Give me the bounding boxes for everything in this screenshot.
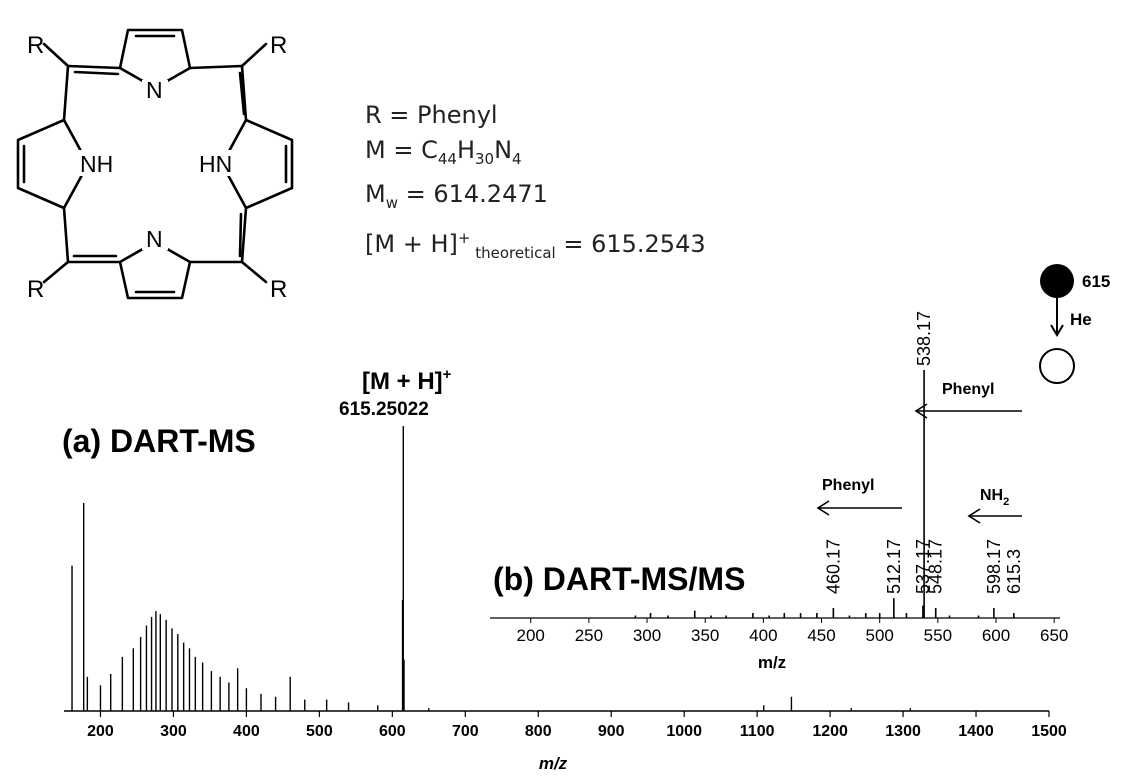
precursor-ion-filled-circle: [1040, 264, 1074, 298]
phenyl-arrow-1-head: [914, 403, 928, 419]
chart-b-dart-ms-ms: (b) DART-MS/MS 460.17 512.17 537.17 538.17 5…: [490, 311, 1068, 672]
chart-a-tick-label: 500: [306, 723, 333, 740]
chart-b-tick-label: 200: [517, 626, 545, 645]
phenyl-label-1: Phenyl: [942, 381, 994, 398]
chart-b-tick-label: 250: [575, 626, 603, 645]
formula-mw-sub: w: [385, 193, 398, 212]
chart-b-peak-label: 615.3: [1004, 549, 1024, 594]
formula-m-h-count: 30: [474, 149, 495, 168]
chart-a-tick-label: 600: [379, 723, 406, 740]
n-label-top: N: [146, 77, 163, 103]
chart-b-title: (b) DART-MS/MS: [493, 561, 745, 597]
loss-arrows: [816, 403, 1022, 524]
nh2-label-sub: 2: [1003, 496, 1009, 508]
precursor-label: 615: [1082, 272, 1110, 291]
chart-a-dart-ms: (a) DART-MS [M + H]+ 615.25022 200 300 400…: [62, 366, 1067, 773]
formula-mw: Mw = 614.2471: [365, 177, 706, 221]
chart-b-tick-label: 600: [982, 626, 1010, 645]
formula-mw-prefix: M: [365, 179, 386, 208]
chart-a-tick-label: 800: [525, 723, 552, 740]
formula-m-n-count: 4: [512, 149, 522, 168]
chart-b-tick-label: 350: [691, 626, 719, 645]
chart-a-peaks: [71, 426, 912, 711]
r-label-top-right: R: [270, 32, 287, 59]
chart-b-peak-label: 598.17: [984, 539, 1004, 594]
formula-theoretical-prefix: [M + H]: [365, 229, 458, 258]
nh2-label: NH2: [980, 487, 1009, 508]
chart-a-x-label: m/z: [539, 754, 568, 773]
formula-m-n: N: [494, 136, 513, 164]
nh-right-mask: [196, 150, 234, 176]
chart-a-tick-label: 300: [160, 723, 187, 740]
chart-a-tick-label: 1300: [885, 723, 921, 740]
chart-a-annotation-ion: [M + H]+: [362, 366, 452, 395]
chart-a-tick-label: 1500: [1031, 723, 1067, 740]
chart-b-tick-label: 300: [633, 626, 661, 645]
n-bottom-mask: [142, 228, 168, 250]
porphyrin-structure: [16, 28, 294, 300]
collision-arrow-head: [1050, 324, 1064, 337]
formula-m-prefix: M = C: [365, 136, 438, 164]
nh-label-left: NH: [80, 151, 113, 177]
n-top-mask: [142, 80, 168, 100]
formula-m-h: H: [456, 136, 475, 164]
phenyl-arrow-2-head: [816, 500, 830, 516]
chart-a-tick-label: 1000: [666, 723, 702, 740]
chart-b-peak-label: 548.17: [926, 539, 946, 594]
chart-a-tick-label: 1400: [958, 723, 994, 740]
chart-b-tick-label: 500: [866, 626, 894, 645]
product-ion-open-circle: [1039, 348, 1075, 384]
chart-b-peak-label: 538.17: [914, 311, 934, 366]
chart-a-tick-label: 900: [598, 723, 625, 740]
chart-a-title: (a) DART-MS: [62, 423, 256, 459]
chart-b-tick-label: 450: [807, 626, 835, 645]
formula-theoretical-sup: +: [457, 228, 471, 247]
precursor-scheme: 615 He: [1039, 264, 1110, 384]
chart-b-peak-label: 537.17: [913, 539, 933, 594]
formula-m-c-count: 44: [437, 149, 457, 168]
chart-a-annotation-ion-text: [M + H]: [362, 368, 443, 395]
formula-block: R = Phenyl M = C44H30N4 Mw = 614.2471 [M…: [365, 98, 706, 270]
nh-left-mask: [76, 150, 114, 176]
chart-a-tick-label: 400: [233, 723, 260, 740]
chart-b-tick-label: 400: [749, 626, 777, 645]
chart-a-tick-label: 1200: [812, 723, 848, 740]
chart-a-tick-label: 1100: [740, 723, 775, 740]
r-label-bottom-right: R: [270, 276, 287, 303]
n-label-bottom: N: [146, 226, 163, 252]
chart-b-tick-label: 650: [1040, 626, 1068, 645]
chart-b-peak-label: 512.17: [884, 539, 904, 594]
chart-a-x-ticks: 200 300 400 500 600 700 800 900 1000 1100 1200 1300…: [87, 711, 1067, 740]
chart-a-tick-label: 700: [452, 723, 479, 740]
chart-a-annotation-ion-sup: +: [443, 366, 452, 383]
chart-a-annotation-mass: 615.25022: [339, 399, 429, 420]
formula-theoretical: [M + H]+ theoretical = 615.2543: [365, 221, 706, 271]
chart-b-x-label: m/z: [758, 653, 786, 672]
chart-b-tick-label: 550: [924, 626, 952, 645]
formula-theoretical-value: = 615.2543: [555, 229, 706, 258]
chart-b-peak-label: 460.17: [823, 539, 843, 594]
formula-theoretical-sub: theoretical: [470, 243, 556, 262]
nh2-arrow-head: [967, 508, 981, 524]
chart-a-tick-label: 200: [87, 723, 114, 740]
formula-m: M = C44H30N4: [365, 133, 706, 177]
phenyl-label-2: Phenyl: [822, 477, 874, 494]
formula-r: R = Phenyl: [365, 101, 498, 129]
r-label-top-left: R: [27, 32, 44, 59]
formula-mw-value: = 614.2471: [398, 179, 548, 208]
chart-b-x-ticks: 200 250 300 350 400 450 500 550 600 650: [517, 618, 1068, 645]
collision-gas-label: He: [1070, 310, 1092, 329]
nh2-label-text: NH: [980, 487, 1003, 504]
nh-label-right: HN: [199, 151, 232, 177]
r-label-bottom-left: R: [27, 276, 44, 303]
